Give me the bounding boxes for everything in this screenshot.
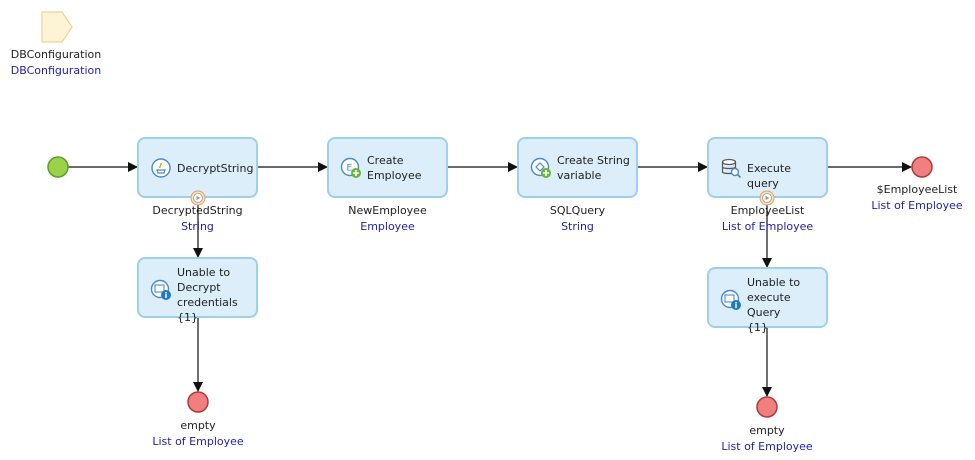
log-message-icon: i [150,279,171,300]
activity-execute-query-output: EmployeeList List of Employee [697,203,838,235]
activity-log-decrypt-error[interactable]: i Unable to Decrypt credentials {1} [137,257,258,324]
output-variable-name: DecryptedString [152,204,243,217]
parameter-icon[interactable] [41,11,73,43]
activity-log-decrypt-error-label: Unable to Decrypt credentials {1} [177,266,238,324]
parameter-name: DBConfiguration [10,48,102,61]
error-handler-icon[interactable] [190,190,206,206]
activity-decrypt-string[interactable]: DecryptString [137,137,258,198]
start-event[interactable] [47,156,69,178]
activity-execute-query[interactable]: Execute query [707,137,828,198]
end-event-return-value: empty [749,424,785,437]
activity-create-employee-label: Create Employee [367,154,422,182]
output-variable-type: String [181,220,214,233]
activity-create-string-label: Create String variable [557,154,630,182]
end-event-main[interactable] [911,156,933,178]
create-variable-icon [530,157,551,178]
output-variable-name: EmployeeList [730,204,805,217]
end-event-return-type: List of Employee [152,435,244,448]
parameter-caption: DBConfiguration DBConfiguration [0,47,112,79]
svg-text:E: E [347,164,353,174]
end-event-return-type: List of Employee [871,199,963,212]
svg-text:i: i [165,291,168,300]
parameter-type: DBConfiguration [10,64,102,77]
output-variable-type: Employee [360,220,415,233]
activity-create-string-output: SQLQuery String [517,203,638,235]
output-variable-name: SQLQuery [549,204,606,217]
output-variable-type: List of Employee [721,220,814,233]
output-variable-type: String [561,220,594,233]
activity-log-query-error-label: Unable to execute Query {1} [747,276,801,334]
end-event-decrypt-error[interactable] [187,391,209,413]
end-event-query-error-caption: empty List of Employee [707,423,827,455]
activity-decrypt-string-output: DecryptedString String [137,203,258,235]
activity-create-string-variable[interactable]: Create String variable [517,137,638,198]
end-event-decrypt-error-caption: empty List of Employee [138,418,258,450]
activity-decrypt-string-label: DecryptString [177,162,254,175]
output-variable-name: NewEmployee [348,204,427,217]
create-object-icon: E [340,157,361,178]
end-event-query-error[interactable] [756,396,778,418]
database-query-icon [721,158,742,179]
activity-log-query-error[interactable]: i Unable to execute Query {1} [707,267,828,334]
activity-create-employee[interactable]: E Create Employee [327,137,448,198]
end-event-return-value: empty [180,419,216,432]
error-handler-icon[interactable] [759,190,775,206]
end-event-main-caption: $EmployeeList List of Employee [862,182,972,214]
activity-execute-query-label: Execute query [747,162,791,190]
end-event-return-type: List of Employee [721,440,813,453]
activity-create-employee-output: NewEmployee Employee [327,203,448,235]
svg-text:i: i [735,301,738,310]
end-event-return-value: $EmployeeList [876,183,958,196]
log-message-icon: i [720,289,741,310]
java-action-icon [151,158,171,178]
